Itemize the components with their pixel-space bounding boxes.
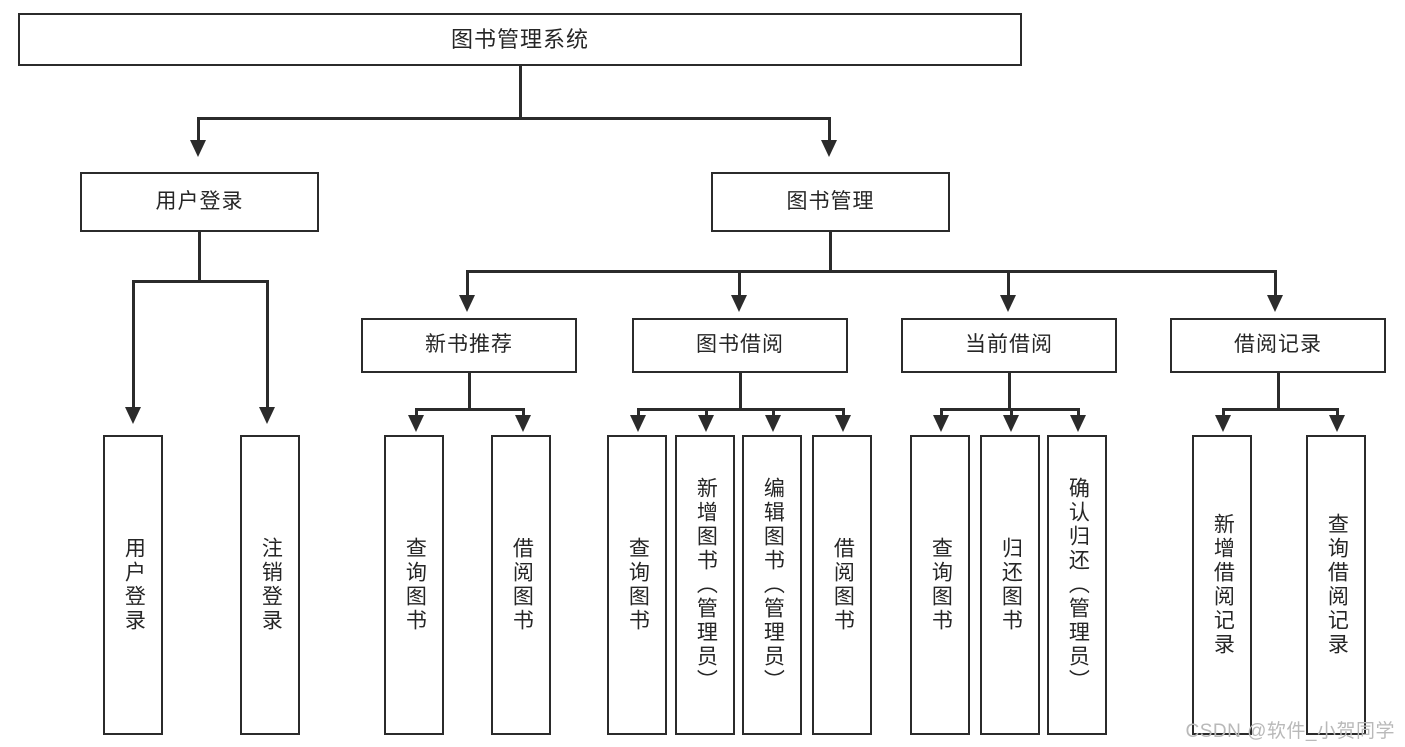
arrowhead-bookborrow-child-4 <box>835 415 851 432</box>
leaf-logout[interactable]: 注销登录 <box>240 435 300 735</box>
leaf-label: 确认归还（管理员） <box>1066 477 1090 693</box>
connector-bookborrow-drop-1 <box>637 408 640 416</box>
arrowhead-borrowrecord-child-1 <box>1215 415 1231 432</box>
arrowhead-newbook-child-1 <box>408 415 424 432</box>
connector-newbook-drop-1 <box>415 408 418 416</box>
connector-userlogin-drop-1 <box>132 280 135 408</box>
node-new-book-recommend[interactable]: 新书推荐 <box>361 318 577 373</box>
connector-bookmgmt-drop-4 <box>1274 270 1277 296</box>
connector-bookmgmt-stem <box>829 232 832 272</box>
connector-root-stem <box>519 66 522 118</box>
connector-userlogin-drop-2 <box>266 280 269 408</box>
leaf-label: 查询图书 <box>626 537 650 633</box>
connector-bookborrow-drop-3 <box>772 408 775 416</box>
leaf-label: 用户登录 <box>122 537 146 633</box>
leaf-borrow-borrow-book[interactable]: 借阅图书 <box>812 435 872 735</box>
connector-bookmgmt-drop-3 <box>1007 270 1010 296</box>
arrowhead-leaf-user-login <box>125 407 141 424</box>
arrowhead-user-login <box>190 140 206 157</box>
leaf-borrow-edit-book[interactable]: 编辑图书（管理员） <box>742 435 802 735</box>
leaf-current-confirm-return[interactable]: 确认归还（管理员） <box>1047 435 1107 735</box>
connector-root-drop-left <box>197 117 200 142</box>
leaf-current-query-book[interactable]: 查询图书 <box>910 435 970 735</box>
arrowhead-currentborrow-child-2 <box>1003 415 1019 432</box>
leaf-label: 查询借阅记录 <box>1325 513 1349 657</box>
connector-bookmgmt-bus <box>466 270 1277 273</box>
connector-currentborrow-drop-3 <box>1077 408 1080 416</box>
arrowhead-bookborrow-child-3 <box>765 415 781 432</box>
arrowhead-newbook-child-2 <box>515 415 531 432</box>
connector-bookborrow-bus <box>637 408 845 411</box>
leaf-newbook-query-book[interactable]: 查询图书 <box>384 435 444 735</box>
node-borrow-record[interactable]: 借阅记录 <box>1170 318 1386 373</box>
leaf-label: 归还图书 <box>999 537 1023 633</box>
node-book-borrow[interactable]: 图书借阅 <box>632 318 848 373</box>
connector-borrowrecord-bus <box>1222 408 1339 411</box>
connector-bookmgmt-drop-1 <box>466 270 469 296</box>
connector-bookborrow-stem <box>739 373 742 410</box>
leaf-label: 查询图书 <box>403 537 427 633</box>
arrowhead-currentborrow-child-1 <box>933 415 949 432</box>
connector-root-drop-right <box>828 117 831 142</box>
connector-newbook-drop-2 <box>522 408 525 416</box>
leaf-label: 新增借阅记录 <box>1211 513 1235 657</box>
connector-userlogin-stem <box>198 232 201 282</box>
leaf-record-add[interactable]: 新增借阅记录 <box>1192 435 1252 735</box>
leaf-newbook-borrow-book[interactable]: 借阅图书 <box>491 435 551 735</box>
leaf-label: 新增图书（管理员） <box>694 477 718 693</box>
leaf-label: 借阅图书 <box>510 537 534 633</box>
leaf-label: 查询图书 <box>929 537 953 633</box>
leaf-user-login[interactable]: 用户登录 <box>103 435 163 735</box>
connector-borrowrecord-drop-1 <box>1222 408 1225 416</box>
arrowhead-book-manage <box>821 140 837 157</box>
connector-root-bus <box>197 117 831 120</box>
connector-currentborrow-drop-1 <box>940 408 943 416</box>
node-current-borrow[interactable]: 当前借阅 <box>901 318 1117 373</box>
leaf-label: 借阅图书 <box>831 537 855 633</box>
leaf-borrow-query-book[interactable]: 查询图书 <box>607 435 667 735</box>
arrowhead-book-borrow <box>731 295 747 312</box>
connector-currentborrow-drop-2 <box>1010 408 1013 416</box>
node-book-management[interactable]: 图书管理 <box>711 172 950 232</box>
arrowhead-current-borrow <box>1000 295 1016 312</box>
arrowhead-borrowrecord-child-2 <box>1329 415 1345 432</box>
connector-bookborrow-drop-2 <box>705 408 708 416</box>
leaf-borrow-add-book[interactable]: 新增图书（管理员） <box>675 435 735 735</box>
leaf-current-return-book[interactable]: 归还图书 <box>980 435 1040 735</box>
connector-newbook-bus <box>415 408 525 411</box>
connector-newbook-stem <box>468 373 471 410</box>
arrowhead-bookborrow-child-2 <box>698 415 714 432</box>
arrowhead-leaf-logout <box>259 407 275 424</box>
connector-borrowrecord-drop-2 <box>1336 408 1339 416</box>
arrowhead-new-book <box>459 295 475 312</box>
connector-currentborrow-stem <box>1008 373 1011 410</box>
node-root-system[interactable]: 图书管理系统 <box>18 13 1022 66</box>
connector-bookborrow-drop-4 <box>842 408 845 416</box>
connector-borrowrecord-stem <box>1277 373 1280 410</box>
leaf-label: 编辑图书（管理员） <box>761 477 785 693</box>
leaf-label: 注销登录 <box>259 537 283 633</box>
node-user-login[interactable]: 用户登录 <box>80 172 319 232</box>
connector-userlogin-bus <box>132 280 269 283</box>
leaf-record-query[interactable]: 查询借阅记录 <box>1306 435 1366 735</box>
arrowhead-currentborrow-child-3 <box>1070 415 1086 432</box>
connector-bookmgmt-drop-2 <box>738 270 741 296</box>
arrowhead-borrow-record <box>1267 295 1283 312</box>
arrowhead-bookborrow-child-1 <box>630 415 646 432</box>
